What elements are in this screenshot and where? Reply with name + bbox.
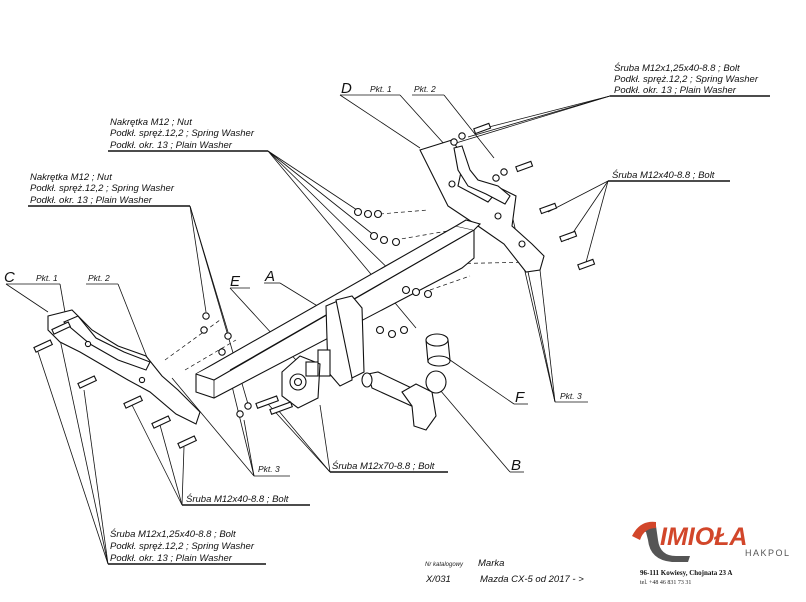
callout-nut-center-line3: Podkł. okr. 13 ; Plain Washer	[110, 140, 233, 151]
callout-bottom-left-line3: Podkł. okr. 13 ; Plain Washer	[110, 553, 233, 564]
callout-bolt-m12x70: Śruba M12x70-8.8 ; Bolt	[332, 460, 435, 472]
callout-nut-center-line2: Podkł. spręż.12,2 ; Spring Washer	[110, 128, 255, 139]
callout-bolt-m12x40-bottom: Śruba M12x40-8.8 ; Bolt	[186, 493, 289, 505]
bracket-d	[419, 139, 545, 273]
catalog-label: Nr katalogowy	[425, 562, 464, 568]
callout-bottom-left-line1: Śruba M12x1,25x40-8.8 ; Bolt	[110, 528, 236, 540]
pkt-1-d: Pkt. 1	[370, 84, 392, 94]
callout-nut-left-line1: Nakrętka M12 ; Nut	[30, 172, 112, 183]
nut-icon	[375, 325, 409, 339]
part-letter-e: E	[230, 273, 241, 290]
nut-icon	[369, 231, 401, 247]
pkt-2-d: Pkt. 2	[414, 84, 436, 94]
part-letter-f: F	[515, 389, 525, 406]
callout-bolt-right: Śruba M12x40-8.8 ; Bolt	[612, 169, 715, 181]
pkt-3-right: Pkt. 3	[560, 391, 582, 401]
nut-icon	[401, 285, 433, 299]
bolt-icon	[539, 202, 558, 215]
logo-subtitle: HAKPOL	[745, 548, 791, 558]
nut-icon	[353, 207, 383, 219]
brand-label: Marka	[478, 558, 504, 569]
towball-b	[361, 370, 447, 431]
ball-cap-f	[425, 333, 451, 367]
fasteners	[33, 122, 596, 449]
company-phone: tel. +48 46 831 73 31	[640, 580, 691, 586]
part-letter-a: A	[264, 268, 275, 285]
vehicle-model: Mazda CX-5 od 2017 - >	[480, 574, 584, 585]
part-letter-b: B	[511, 457, 521, 474]
pkt-1-c: Pkt. 1	[36, 273, 58, 283]
bolt-icon	[577, 258, 596, 271]
catalog-number: X/031	[425, 574, 451, 585]
bolt-icon	[33, 321, 98, 389]
bracket-c	[47, 309, 201, 425]
bolt-icon	[255, 395, 294, 415]
bolt-icon	[123, 395, 198, 449]
company-logo: IMIOŁA HAKPOL 96-111 Kowiesy, Chojnata 2…	[632, 521, 791, 586]
callout-top-right-line3: Podkł. okr. 13 ; Plain Washer	[614, 85, 737, 96]
hook-logo-icon	[640, 526, 690, 562]
callout-nut-left-line2: Podkł. spręż.12,2 ; Spring Washer	[30, 183, 175, 194]
company-address: 96-111 Kowiesy, Chojnata 23 A	[640, 569, 732, 577]
bolt-icon	[559, 230, 578, 243]
part-letter-c: C	[4, 269, 15, 286]
pkt-3-left: Pkt. 3	[258, 464, 280, 474]
pkt-2-c: Pkt. 2	[88, 273, 110, 283]
pkt-labels: Pkt. 1 Pkt. 2 Pkt. 1 Pkt. 2 Pkt. 3 Pkt. …	[36, 84, 582, 474]
callout-underlines	[6, 94, 770, 565]
socket-plate-e	[281, 355, 321, 409]
nut-icon	[236, 402, 252, 418]
bolt-icon	[450, 122, 492, 146]
callout-nut-center-line1: Nakrętka M12 ; Nut	[110, 117, 192, 128]
part-letters: D C E A F B	[4, 80, 525, 474]
callout-bottom-left-line2: Podkł. spręż.12,2 ; Spring Washer	[110, 541, 255, 552]
nut-icon	[218, 332, 232, 356]
callout-texts: Śruba M12x1,25x40-8.8 ; Bolt Podkł. sprę…	[30, 62, 759, 564]
crossbeam-a	[195, 219, 482, 399]
part-letter-d: D	[341, 80, 352, 97]
bolt-icon	[492, 160, 534, 182]
callout-top-right-line2: Podkł. spręż.12,2 ; Spring Washer	[614, 74, 759, 85]
logo-text: IMIOŁA	[660, 523, 748, 551]
callout-nut-left-line3: Podkł. okr. 13 ; Plain Washer	[30, 195, 153, 206]
nut-icon	[200, 312, 210, 334]
callout-top-right-line1: Śruba M12x1,25x40-8.8 ; Bolt	[614, 62, 740, 74]
title-block: Nr katalogowy Marka X/031 Mazda CX-5 od …	[425, 558, 584, 585]
